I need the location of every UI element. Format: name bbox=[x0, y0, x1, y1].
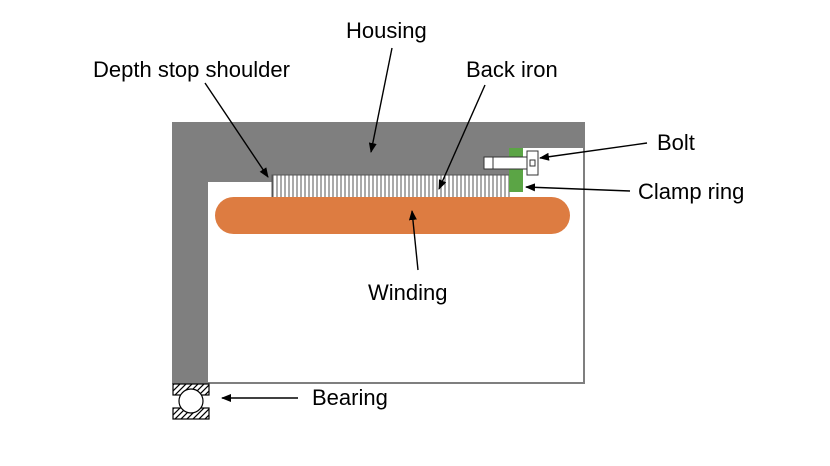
bolt-shank bbox=[483, 156, 528, 170]
leader-arrows bbox=[204, 47, 648, 402]
label-winding: Winding bbox=[368, 280, 447, 305]
housing-body bbox=[172, 122, 585, 384]
arrow-back-iron bbox=[438, 84, 486, 190]
clamp-ring bbox=[509, 148, 523, 192]
arrow-housing bbox=[368, 47, 393, 153]
label-housing: Housing bbox=[346, 18, 427, 43]
bearing-ball bbox=[178, 388, 204, 414]
label-bearing: Bearing bbox=[312, 385, 388, 410]
winding bbox=[215, 197, 570, 234]
arrow-winding bbox=[408, 210, 419, 271]
bolt bbox=[483, 150, 539, 176]
label-bolt: Bolt bbox=[657, 130, 695, 155]
housing bbox=[172, 122, 585, 384]
back-iron bbox=[271, 174, 510, 199]
bearing bbox=[172, 383, 210, 420]
arrow-depth-stop-shoulder bbox=[204, 82, 269, 178]
label-clamp-ring: Clamp ring bbox=[638, 179, 744, 204]
label-depth-stop-shoulder: Depth stop shoulder bbox=[93, 57, 290, 82]
arrow-bolt bbox=[539, 142, 648, 161]
label-back-iron: Back iron bbox=[466, 57, 558, 82]
arrow-clamp-ring bbox=[525, 183, 631, 192]
